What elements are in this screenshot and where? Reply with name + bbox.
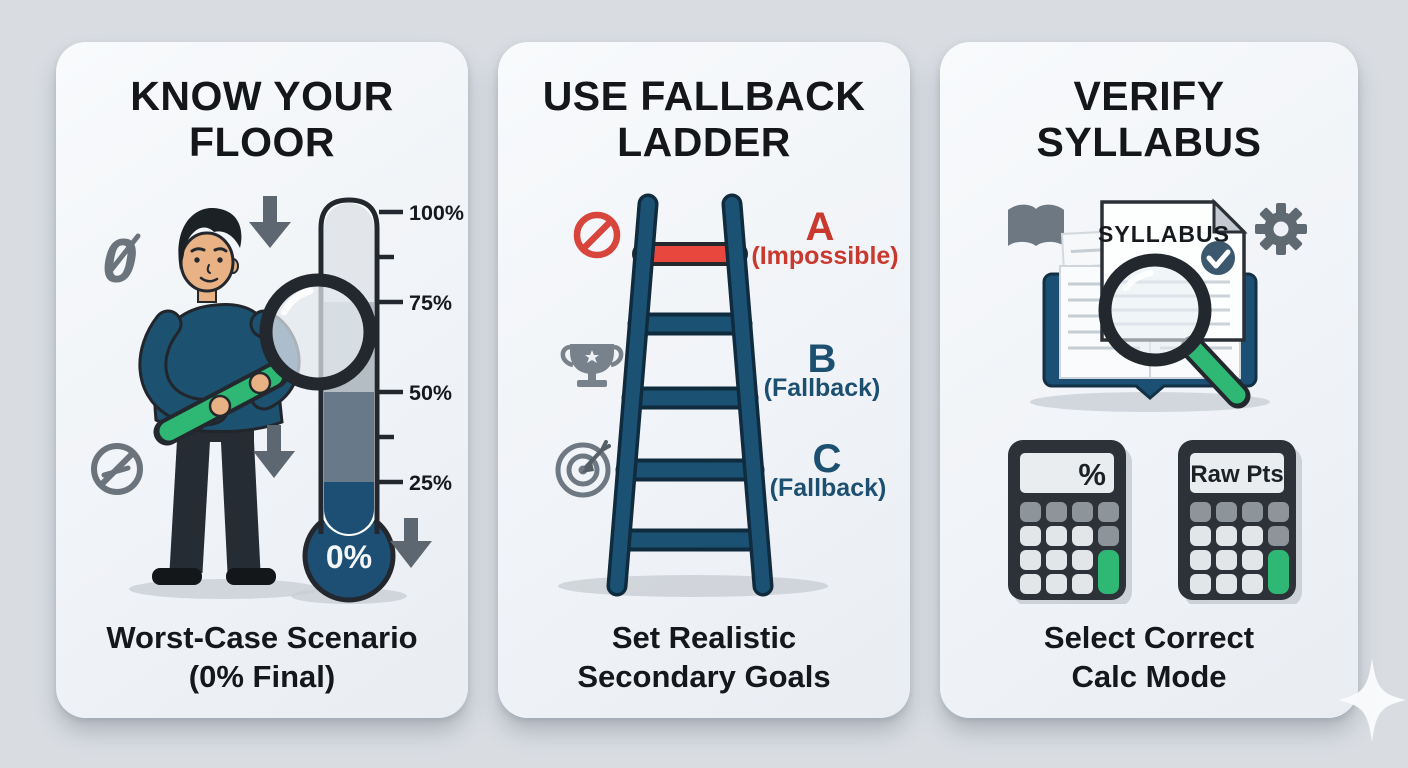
floor-illustration: 0 — [91, 196, 464, 604]
card3-illustration: SYLLABUS — [940, 180, 1358, 604]
card1-title: KNOW YOUR FLOOR — [56, 73, 468, 166]
ladder-left-rail — [610, 197, 655, 593]
check-badge-icon — [1201, 241, 1235, 275]
thermometer: 100% 75% 50% 25% 0% — [302, 197, 464, 603]
card1-title-line2: FLOOR — [189, 119, 335, 166]
book-shadow — [1030, 392, 1270, 412]
right-eyebrow — [213, 247, 228, 253]
open-book-icon — [1008, 204, 1064, 246]
left-shoe — [152, 568, 202, 585]
left-leg — [169, 431, 211, 573]
calc-display — [1190, 453, 1284, 493]
card3-caption: Select Correct Calc Mode — [940, 618, 1358, 696]
ladder-right-rail — [725, 197, 770, 593]
calc-buttons — [1190, 502, 1289, 594]
ladder-illustration: A (Impossible) B (Fallback) C (Fallback) — [555, 193, 899, 597]
tick-label-25: 25% — [409, 471, 452, 495]
card-verify-syllabus: VERIFY SYLLABUS — [940, 42, 1358, 718]
magnifier-icon — [153, 273, 377, 446]
card3-title-line2: SYLLABUS — [1036, 119, 1262, 166]
magnifier-icon — [1098, 253, 1251, 409]
zero-icon: 0 — [102, 227, 141, 296]
magnifier-lens — [259, 273, 377, 391]
calc-display-value: % — [1078, 457, 1106, 492]
lens-highlight — [280, 287, 314, 316]
prohibited-icon — [573, 211, 621, 259]
tick-label-50: 50% — [409, 381, 452, 405]
mouth — [199, 276, 219, 283]
folded-corner — [1212, 198, 1248, 234]
no-entry-icon — [91, 443, 143, 495]
right-hand — [248, 371, 272, 395]
calculator-percent-icon: % — [1008, 440, 1132, 604]
goal-c-note: (Fallback) — [770, 474, 887, 502]
calc-display — [1020, 453, 1114, 493]
goal-b-label: B — [808, 337, 837, 381]
right-eye — [217, 257, 223, 263]
tube-outline — [318, 197, 380, 534]
card1-caption-line1: Worst-Case Scenario — [106, 619, 418, 655]
tick-label-100: 100% — [409, 201, 464, 225]
trophy-icon — [560, 344, 624, 387]
calculator-raw-pts-icon: Raw Pts — [1178, 440, 1302, 604]
down-arrow-icon — [249, 196, 291, 248]
card-know-your-floor: KNOW YOUR FLOOR 0 — [56, 42, 468, 718]
hair — [178, 207, 242, 270]
down-arrow-icon — [390, 518, 432, 568]
calc-display-value: Raw Pts — [1190, 461, 1283, 488]
card2-illustration: A (Impossible) B (Fallback) C (Fallback) — [498, 180, 910, 604]
calc-buttons — [1020, 502, 1119, 594]
card3-title: VERIFY SYLLABUS — [940, 73, 1358, 166]
syllabus-illustration: SYLLABUS — [1008, 198, 1307, 604]
goal-a-label: A — [806, 205, 835, 249]
left-eye — [194, 257, 200, 263]
nose — [206, 264, 211, 274]
tick-label-75: 75% — [409, 291, 452, 315]
card3-caption-line2: Calc Mode — [1071, 658, 1227, 694]
goal-c-label: C — [813, 437, 842, 481]
card2-caption-line1: Set Realistic — [611, 619, 797, 655]
card2-title-line2: LADDER — [617, 119, 791, 166]
card1-caption: Worst-Case Scenario (0% Final) — [56, 618, 468, 696]
thermometer-ticks — [379, 209, 403, 485]
card1-caption-line2: (0% Final) — [188, 658, 336, 694]
ladder — [606, 193, 774, 597]
left-hand — [208, 394, 232, 418]
bulb-label: 0% — [326, 539, 372, 575]
goal-b-note: (Fallback) — [764, 374, 881, 402]
card2-title: USE FALLBACK LADDER — [498, 73, 910, 166]
ladder-shadow — [558, 575, 828, 597]
right-shoe — [226, 568, 276, 585]
card1-illustration: 0 — [56, 180, 468, 604]
card-use-fallback-ladder: USE FALLBACK LADDER — [498, 42, 910, 718]
left-eyebrow — [190, 247, 206, 253]
down-arrow-icon — [253, 425, 295, 478]
syllabus-doc-label: SYLLABUS — [1098, 221, 1230, 247]
card3-title-line1: VERIFY — [1073, 73, 1225, 119]
gear-icon — [1255, 203, 1307, 255]
right-leg — [220, 431, 261, 573]
target-icon — [555, 440, 611, 498]
face — [179, 231, 235, 293]
goal-a-note: (Impossible) — [751, 242, 898, 270]
card3-caption-line1: Select Correct — [1043, 619, 1255, 655]
card2-title-line1: USE FALLBACK — [542, 73, 866, 119]
card2-caption: Set Realistic Secondary Goals — [498, 618, 910, 696]
card1-title-line1: KNOW YOUR — [130, 73, 394, 119]
card2-caption-line2: Secondary Goals — [577, 658, 831, 694]
